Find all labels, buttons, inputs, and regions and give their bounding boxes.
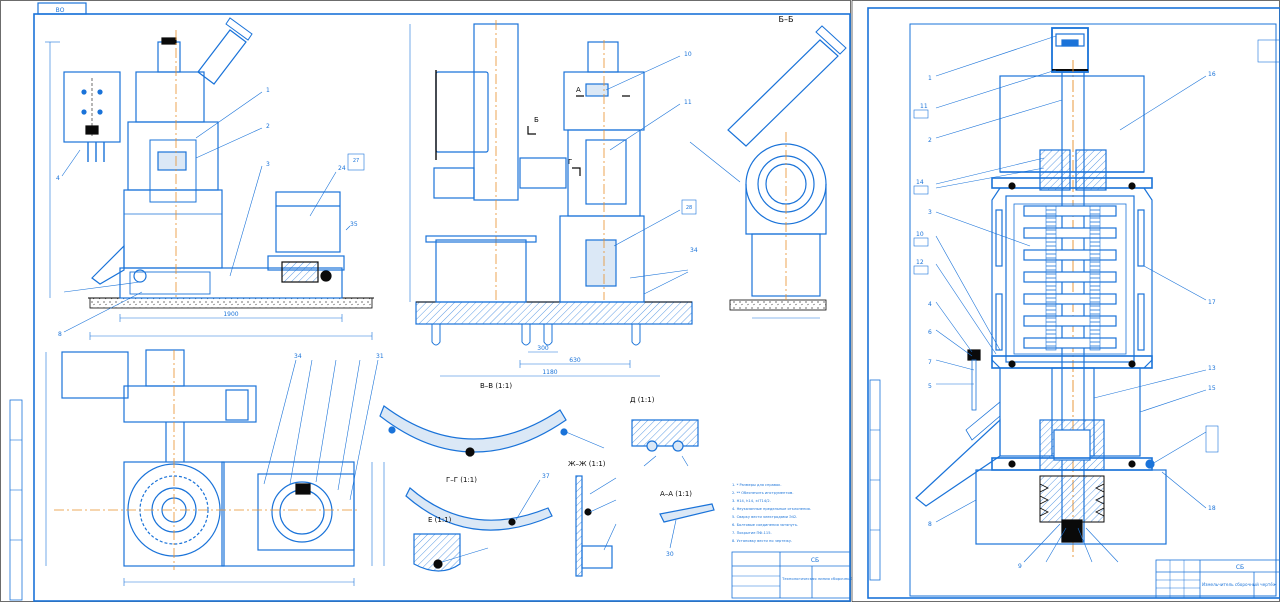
rpos-16: 16 [1208,71,1216,78]
rpos-8: 8 [928,521,932,528]
detail-sections: В–В (1:1) Д (1:1) Г–Г (1:1) 37 Е (1:1) Ж… [379,382,715,577]
section-zh-label: Ж–Ж (1:1) [568,460,606,468]
grinding-chamber [1005,195,1135,363]
sheet-left-frame [33,13,851,602]
rpos-10: 10 [916,231,924,238]
pos-27-front: 27 [353,158,359,164]
title-left-code: СБ [811,557,819,564]
rpos-17: 17 [1208,299,1216,306]
rpos-11: 11 [920,103,928,110]
sheet-left-tag: ВО [56,7,65,14]
sheet-right-inner-frame [909,23,1277,597]
rpos-14: 14 [916,179,924,186]
foundation [415,301,693,325]
plan-horizontal-pipe [123,385,257,423]
pos-31-plan: 31 [376,353,384,360]
title-left-name: Технологическая линия сборочный чертёж [781,576,869,581]
ground-hatch [89,297,373,309]
grinder-lower [123,189,223,269]
pos-35-front: 35 [350,221,358,228]
pos-8-front: 8 [58,331,62,338]
cut-a-side: А [576,86,581,94]
section-d-label: Д (1:1) [630,396,655,404]
note-3: 3. Н14, h14, ±IT14/2. [732,499,771,503]
rotor-stack [1023,205,1117,351]
note-4: 4. Неуказанные предельные отклонения. [732,507,811,511]
pos-34-plan: 34 [294,353,302,360]
dim-1180: 1180 [542,369,557,376]
motor [275,191,341,253]
rpos-5: 5 [928,383,932,390]
base-housing [975,469,1167,545]
technical-notes: 1. * Размеры для справок. 2. ** Обеспечи… [732,483,811,543]
sheet-left: ВО [0,0,869,602]
plan-cabinet [61,351,129,399]
dim-300: 300 [537,345,549,352]
pulley [1039,475,1105,543]
control-cabinet [63,71,121,143]
sheet-left-tag-box [37,2,87,15]
title-right-name: Измельчитель сборочный чертёж [1202,582,1277,587]
feed-pipe [197,17,253,85]
rpos-15: 15 [1208,385,1216,392]
title-right-code: СБ [1236,564,1244,571]
dim-1900: 1900 [223,311,238,318]
top-housing [135,71,205,123]
section-bb-view: Б–Б [689,15,847,319]
rpos-6: 6 [928,329,932,336]
note-7: 7. Покрытие ПФ-115. [732,531,772,535]
detail-vv-arc [379,405,567,453]
title-block-right: СБ Измельчитель сборочный чертёж [1155,559,1280,599]
section-e-label: Е (1:1) [428,516,452,524]
pos-34-side: 34 [690,247,698,254]
pos-1-front: 1 [266,87,270,94]
note-2: 2. ** Обеспечить инструментом. [732,491,794,495]
pos-37-detail: 37 [542,473,550,480]
pos-3-front: 3 [266,161,270,168]
rpos-9: 9 [1018,563,1022,570]
pos-2-front: 2 [266,123,270,130]
title-block-left: СБ Технологическая линия сборочный чертё… [731,551,869,599]
rpos-2: 2 [928,137,932,144]
pos-10-side: 10 [684,51,692,58]
section-bb-label: Б–Б [779,15,794,24]
front-view: 1900 1 2 3 4 8 24 27 35 [45,17,374,340]
rpos-4: 4 [928,301,932,308]
pos-24-front: 24 [338,165,346,172]
rpos-7: 7 [928,359,932,366]
right-leaders: 1 11 2 14 3 10 12 4 6 7 5 8 16 17 13 [913,35,1219,570]
note-1: 1. * Размеры для справок. [732,483,782,487]
chute [915,418,1001,507]
cut-b-side: Б [534,116,539,124]
sheet-right: 1 11 2 14 3 10 12 4 6 7 5 8 16 17 13 [851,0,1280,602]
section-aa-label: А–А (1:1) [660,490,692,498]
cut-g-side: Г [568,158,572,166]
dim-630: 630 [569,357,581,364]
note-8: 8. Установку вести по чертежу. [732,539,792,543]
pos-4-front: 4 [56,175,60,182]
note-6: 6. Болтовые соединения затянуть. [732,523,798,527]
section-vv-label: В–В (1:1) [480,382,512,390]
base-frame [119,267,343,299]
section-gg-label: Г–Г (1:1) [446,476,477,484]
discharge-chute [91,244,125,285]
rpos-13: 13 [1208,365,1216,372]
rpos-18: 18 [1208,505,1216,512]
side-view: 630 300 1180 Б А Г 10 11 28 34 [409,20,698,377]
pos-28-side: 28 [686,205,692,211]
plan-view: 34 31 [45,349,385,586]
note-5: 5. Сварку вести электродами Э42. [732,515,797,519]
pos-11-side: 11 [684,99,692,106]
rpos-3: 3 [928,209,932,216]
rpos-12: 12 [916,259,924,266]
fan-inlet-pipe [727,39,839,147]
margin-strip [9,399,23,601]
pos-30-detail: 30 [666,551,674,558]
sheet-right-frame [867,7,1280,599]
rpos-1: 1 [928,75,932,82]
